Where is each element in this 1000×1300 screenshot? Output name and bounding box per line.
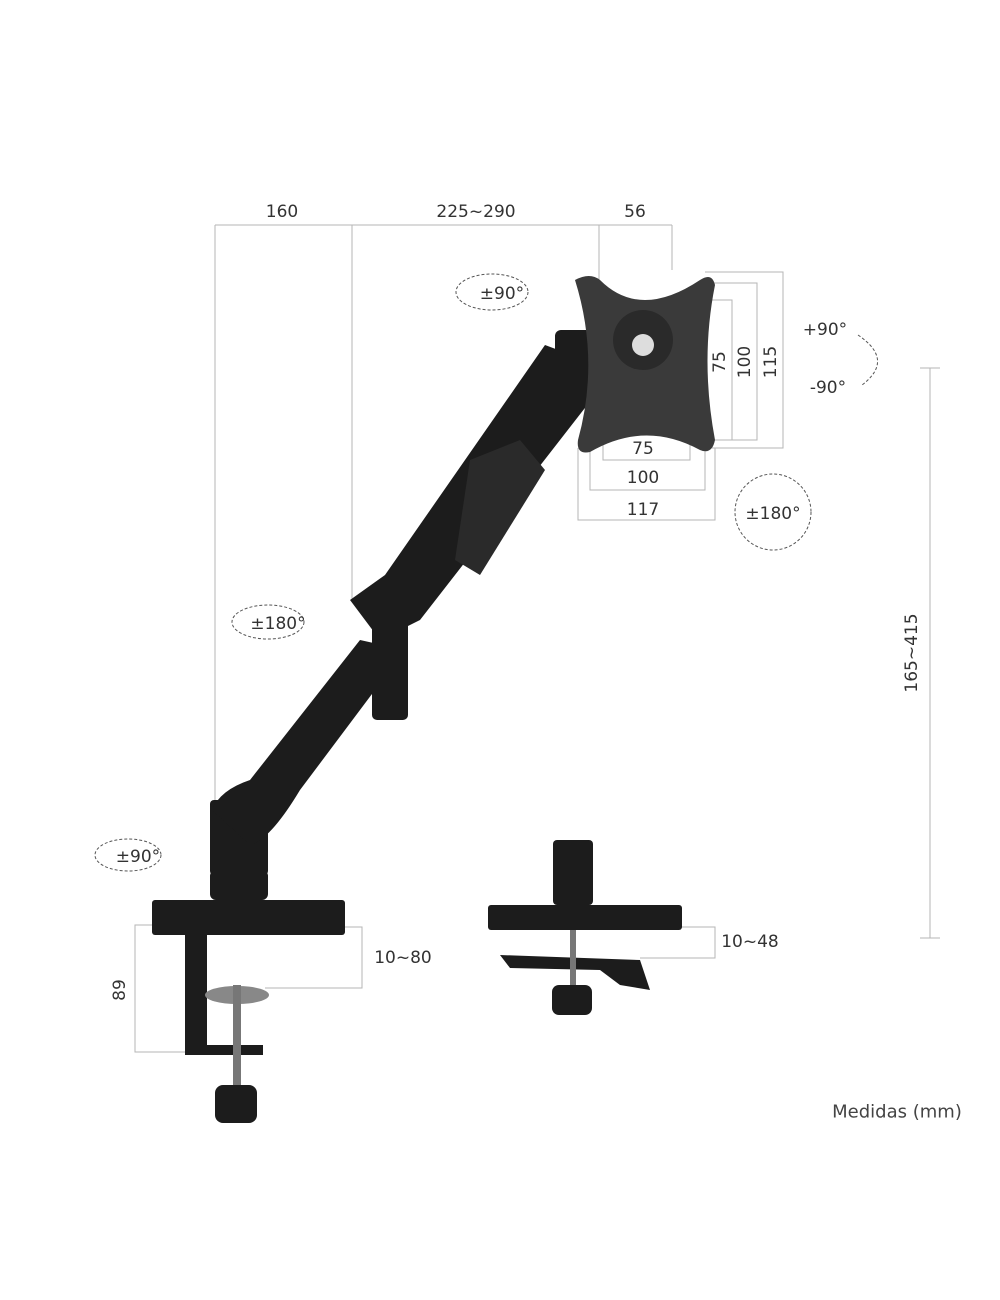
monitor-arm	[152, 276, 715, 1123]
dim-plate-depth: 56	[624, 202, 646, 222]
dim-height-range: 165~415	[902, 613, 922, 693]
dim-vesa-h-117: 117	[626, 500, 660, 520]
units-footer: Medidas (mm)	[832, 1101, 962, 1123]
rotation-plate: ±180°	[745, 504, 801, 524]
dim-vesa-h-100: 100	[626, 468, 660, 488]
rotation-arrows	[94, 273, 879, 872]
rotation-tilt-up: +90°	[802, 320, 848, 340]
dim-vesa-v-75: 75	[710, 351, 730, 373]
dim-grommet-range: 10~48	[721, 932, 779, 952]
rotation-base: ±90°	[115, 847, 161, 867]
dim-clamp-height: 89	[110, 979, 130, 1001]
dim-arm-reach: 225~290	[436, 202, 516, 222]
rotation-top-arm: ±90°	[479, 284, 525, 304]
rotation-elbow: ±180°	[250, 614, 306, 634]
rotation-tilt-down: -90°	[809, 378, 847, 398]
dim-vesa-v-115: 115	[761, 345, 781, 379]
dim-base-to-post: 160	[265, 202, 299, 222]
dim-vesa-h-75: 75	[632, 439, 654, 459]
dim-vesa-v-100: 100	[735, 345, 755, 379]
dim-clamp-range: 10~80	[374, 948, 432, 968]
